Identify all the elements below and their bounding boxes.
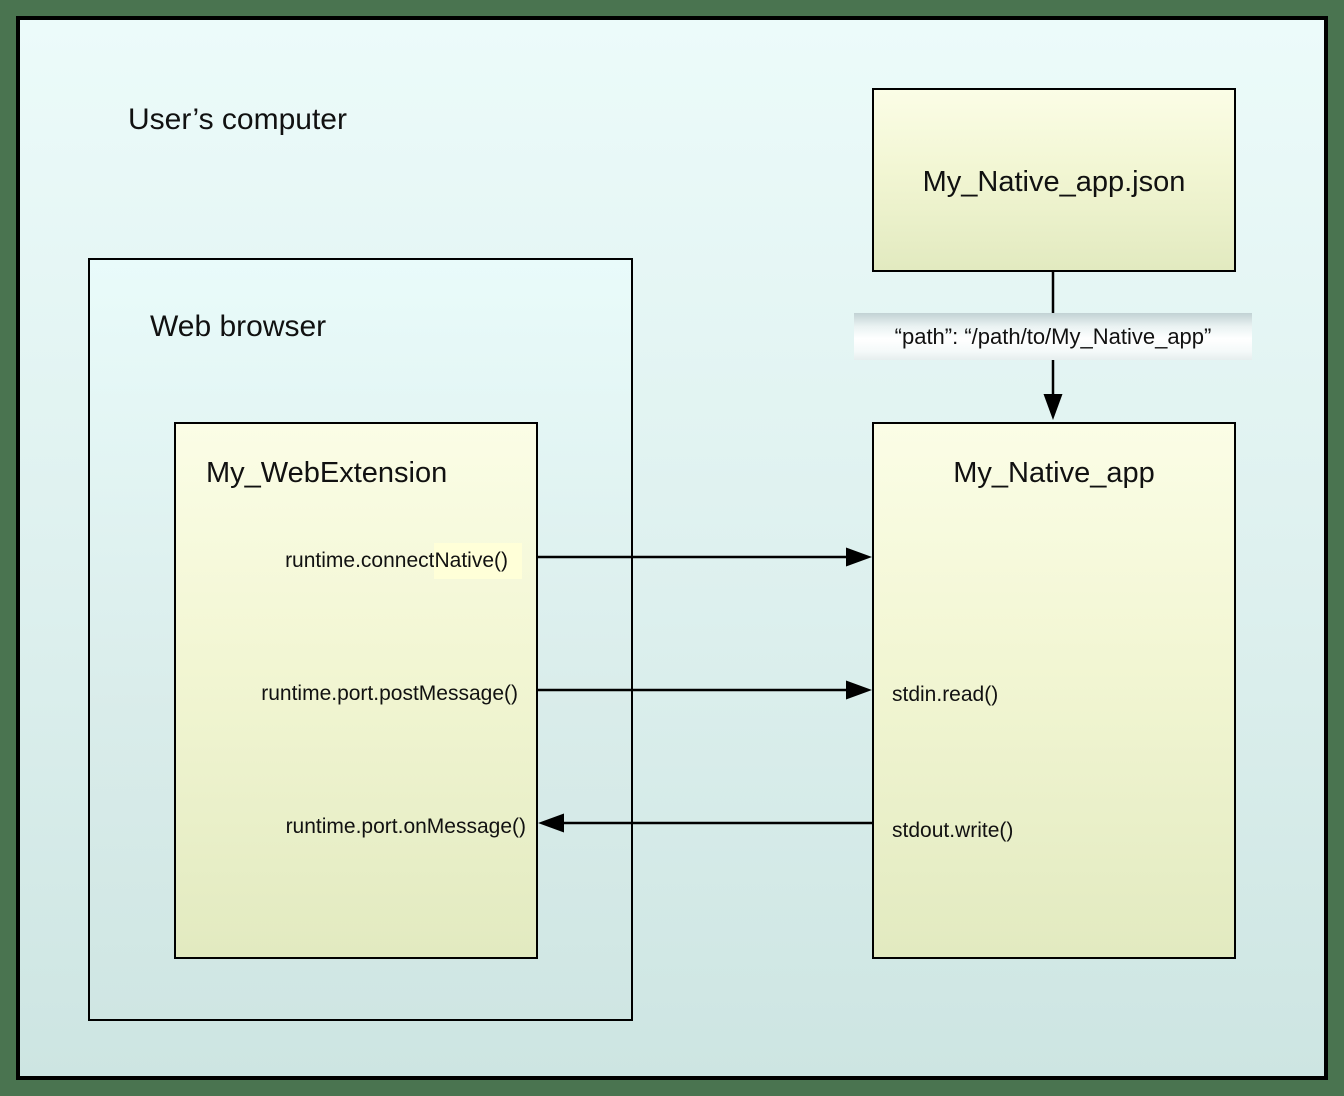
my-webextension-title: My_WebExtension bbox=[206, 457, 448, 489]
web-browser-label: Web browser bbox=[150, 310, 327, 343]
connect-native-highlight: Native() bbox=[434, 543, 522, 579]
stdin-read-label: stdin.read() bbox=[892, 683, 999, 706]
connect-native-label: runtime.connectNative() bbox=[176, 543, 536, 579]
path-annotation: “path”: “/path/to/My_Native_app” bbox=[854, 313, 1252, 360]
my-webextension-box: My_WebExtension runtime.connectNative() … bbox=[174, 422, 538, 959]
my-native-app-json-title: My_Native_app.json bbox=[922, 166, 1186, 198]
my-native-app-box: My_Native_app stdin.read() stdout.write(… bbox=[872, 422, 1236, 959]
connect-native-label-prefix: runtime.connect bbox=[285, 549, 435, 572]
my-native-app-json-box: My_Native_app.json bbox=[872, 88, 1236, 272]
users-computer-label: User’s computer bbox=[128, 103, 347, 136]
on-message-label: runtime.port.onMessage() bbox=[285, 815, 526, 838]
post-message-label: runtime.port.postMessage() bbox=[261, 682, 518, 705]
my-native-app-title: My_Native_app bbox=[953, 457, 1155, 489]
stdout-write-label: stdout.write() bbox=[892, 819, 1014, 842]
